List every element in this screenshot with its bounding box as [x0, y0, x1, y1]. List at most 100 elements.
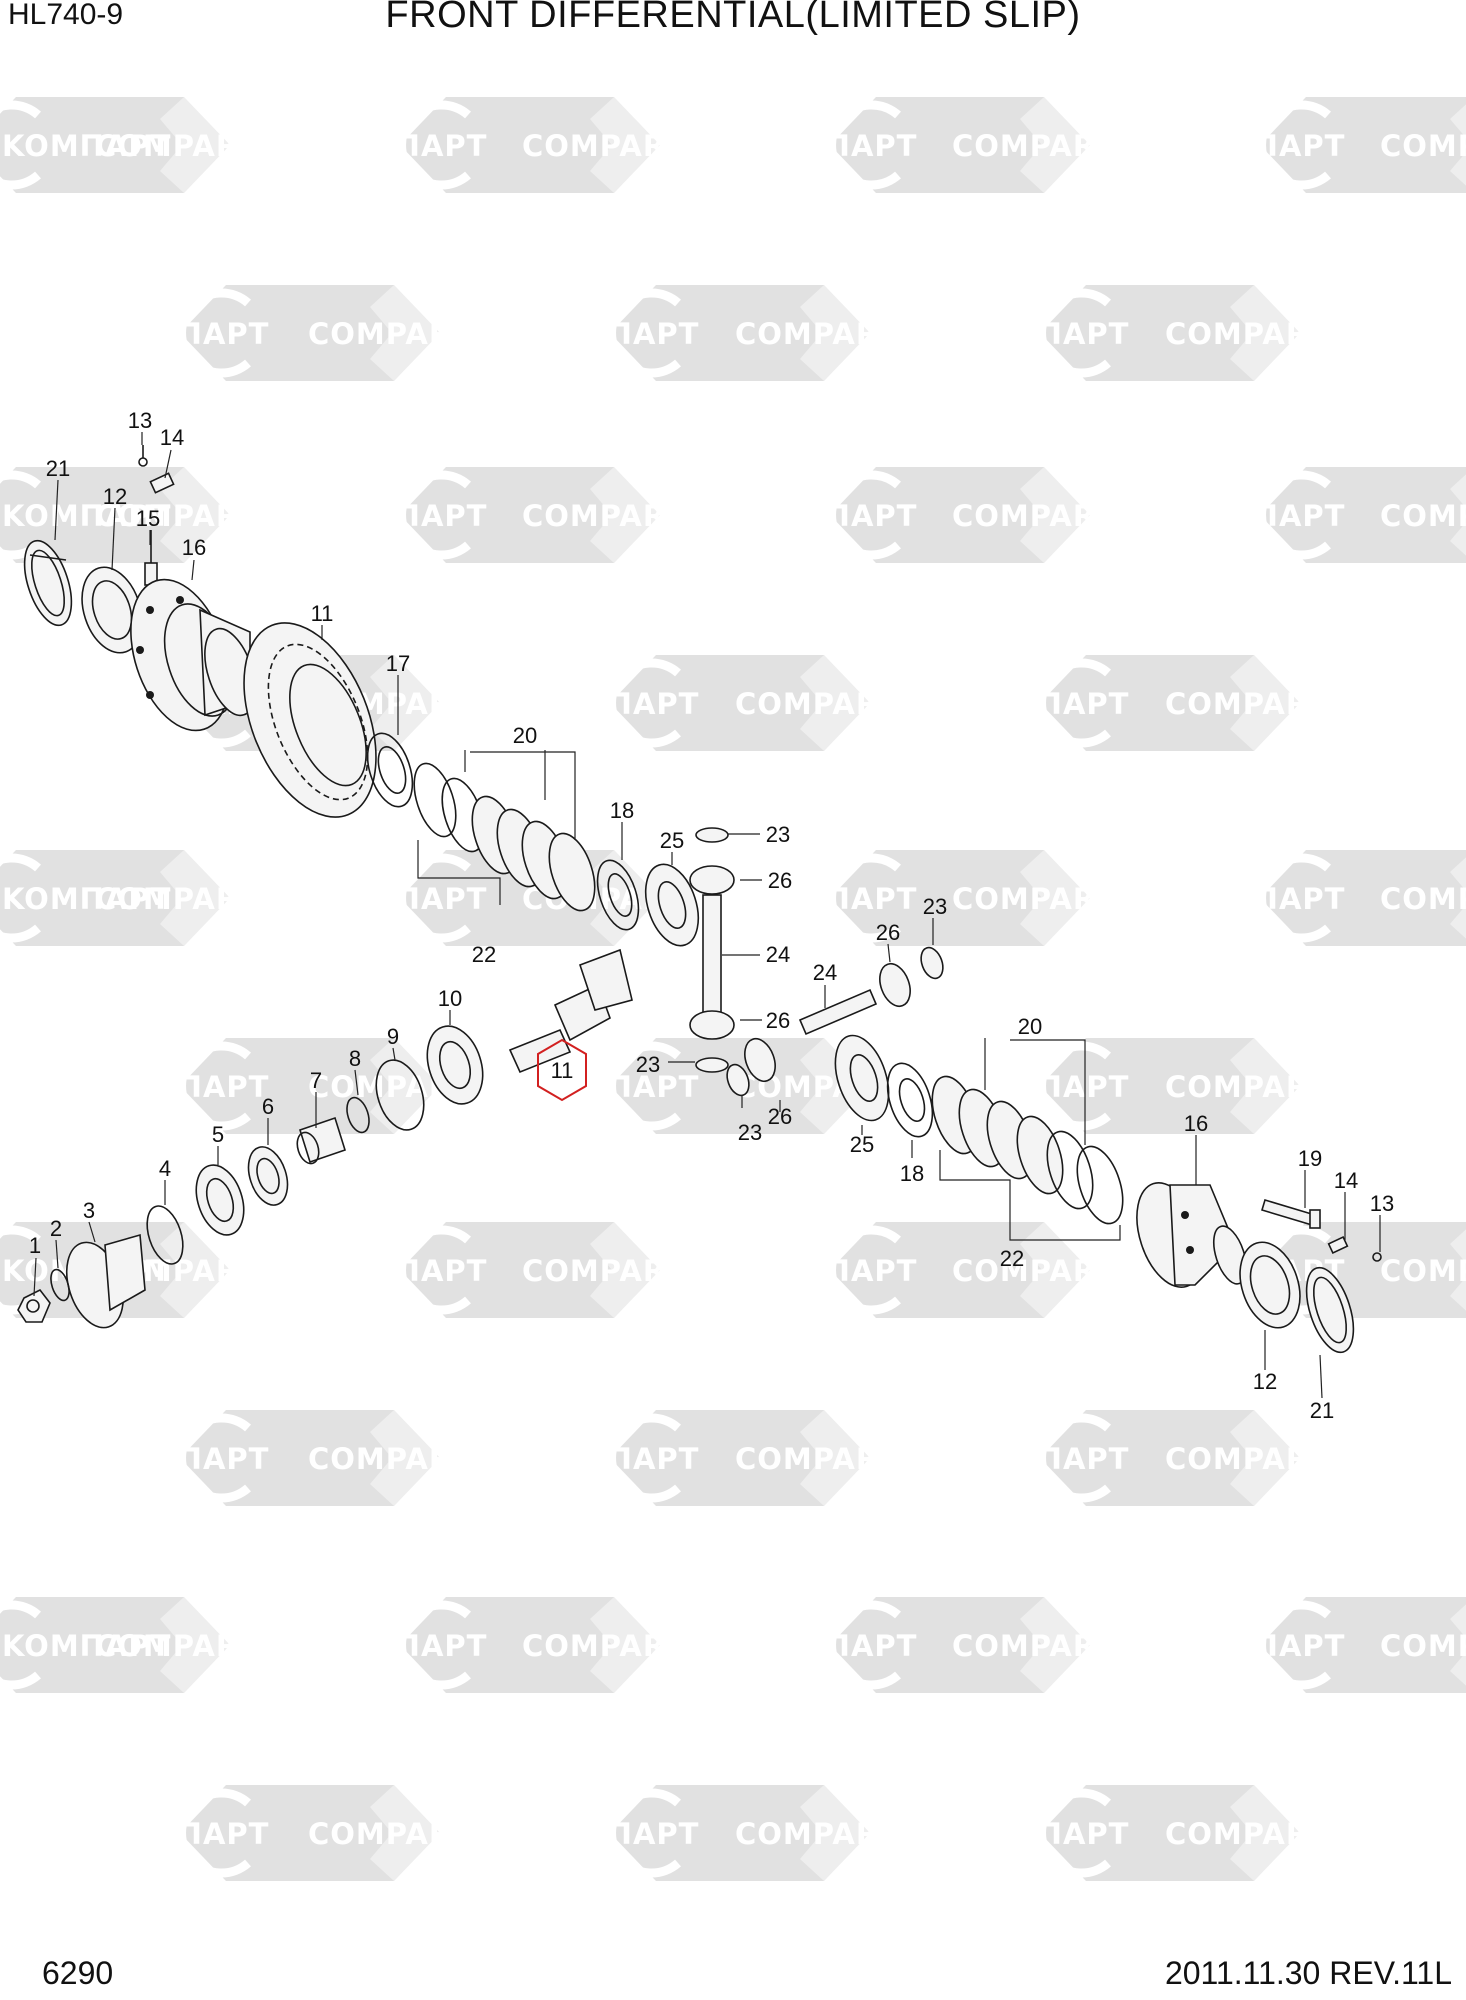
- watermark-layer: KOMПAPT COMPART KOMПAPT COMPART KOMПAPT …: [0, 97, 1466, 1881]
- callout-10[interactable]: 10: [438, 986, 462, 1011]
- part-13-lower: [1372, 1252, 1382, 1262]
- callout-16-upper[interactable]: 16: [182, 535, 206, 560]
- callout-25-upper[interactable]: 25: [660, 828, 684, 853]
- watermark-word: KOMПAPT: [960, 687, 1129, 721]
- callout-23-right[interactable]: 23: [923, 894, 947, 919]
- part-3-companion-flange: [65, 1233, 146, 1329]
- callout-17[interactable]: 17: [386, 651, 410, 676]
- callout-14-upper[interactable]: 14: [160, 425, 184, 450]
- watermark-word: KOMПAPT: [960, 1817, 1129, 1851]
- callout-21-upper[interactable]: 21: [46, 456, 70, 481]
- callout-2[interactable]: 2: [50, 1216, 62, 1241]
- watermark-word: KOMПAPT: [530, 1817, 699, 1851]
- highlighted-callout-11[interactable]: 11: [537, 1038, 587, 1102]
- watermark-word: COMPART: [1380, 882, 1466, 916]
- watermark-word: KOMПAPT: [2, 1629, 171, 1663]
- callout-21-lower[interactable]: 21: [1310, 1398, 1334, 1423]
- callout-12-upper[interactable]: 12: [103, 484, 127, 509]
- callout-23-upper[interactable]: 23: [766, 822, 790, 847]
- callout-20-upper[interactable]: 20: [513, 723, 537, 748]
- callout-16-lower[interactable]: 16: [1184, 1111, 1208, 1136]
- watermark-word: KOMПAPT: [318, 1254, 487, 1288]
- watermark-word: COMPART: [1380, 499, 1466, 533]
- part-9: [375, 1059, 425, 1131]
- callout-20-lower[interactable]: 20: [1018, 1014, 1042, 1039]
- watermark-word: KOMПAPT: [960, 1442, 1129, 1476]
- callout-6[interactable]: 6: [262, 1094, 274, 1119]
- watermark-word: COMPART: [95, 129, 259, 163]
- part-11-drive-pinion: [508, 948, 633, 1074]
- parts-20-22-clutch-stack-lower: [931, 1038, 1124, 1241]
- part-14-upper: [149, 472, 175, 494]
- callout-25-lower[interactable]: 25: [850, 1132, 874, 1157]
- watermark-word: KOMПAPT: [318, 499, 487, 533]
- callout-24-right[interactable]: 24: [813, 960, 837, 985]
- watermark-word: KOMПAPT: [530, 1442, 699, 1476]
- callout-5[interactable]: 5: [212, 1122, 224, 1147]
- part-17: [366, 732, 414, 808]
- callout-26-right[interactable]: 26: [876, 920, 900, 945]
- part-25-lower: [834, 1034, 890, 1122]
- watermark-word: KOMПAPT: [1176, 499, 1345, 533]
- callout-23-lower[interactable]: 23: [738, 1120, 762, 1145]
- watermark-word: KOMПAPT: [1385, 1070, 1466, 1104]
- watermark-word: KOMПAPT: [2, 499, 171, 533]
- callout-23-lower-left[interactable]: 23: [636, 1052, 660, 1077]
- part-6: [247, 1146, 289, 1206]
- callout-26-mid[interactable]: 26: [766, 1008, 790, 1033]
- callout-14-lower[interactable]: 14: [1334, 1168, 1358, 1193]
- watermark-word: KOMПAPT: [1176, 129, 1345, 163]
- callout-24-upper[interactable]: 24: [766, 942, 790, 967]
- upper-assembly: [23, 445, 944, 1097]
- callout-4[interactable]: 4: [159, 1156, 171, 1181]
- page-title: FRONT DIFFERENTIAL(LIMITED SLIP): [385, 0, 1081, 36]
- parts-20-22-clutch-stack-upper: [413, 750, 596, 912]
- watermark-word: KOMПAPT: [1176, 882, 1345, 916]
- watermark-row-3: KOMПAPT COMPART KOMПAPT COMPART KOMПAPT …: [0, 467, 1466, 563]
- callout-3[interactable]: 3: [83, 1198, 95, 1223]
- watermark-word: COMPART: [952, 1254, 1116, 1288]
- callout-13-upper[interactable]: 13: [128, 408, 152, 433]
- part-16-upper: [130, 578, 256, 732]
- watermark-word: KOMПAPT: [1385, 317, 1466, 351]
- watermark-word: COMPART: [735, 1817, 899, 1851]
- watermark-word: COMPART: [522, 1254, 686, 1288]
- callout-1[interactable]: 1: [29, 1233, 41, 1258]
- model-code: HL740-9: [8, 0, 124, 31]
- callout-12-lower[interactable]: 12: [1253, 1369, 1277, 1394]
- watermark-row-9: KOMПAPT COMPART KOMПAPT COMPART KOMПAPT …: [0, 1597, 1466, 1693]
- callout-26-upper[interactable]: 26: [768, 868, 792, 893]
- callout-22-lower[interactable]: 22: [1000, 1246, 1024, 1271]
- watermark-word: COMPART: [735, 687, 899, 721]
- spider-cluster-right: [726, 946, 944, 1097]
- callout-7[interactable]: 7: [310, 1068, 322, 1093]
- watermark-row-5: KOMПAPT COMPART KOMПAPT COMPART KOMПAPT …: [0, 850, 1466, 946]
- watermark-word: KOMПAPT: [748, 499, 917, 533]
- watermark-word: COMPART: [308, 1817, 472, 1851]
- callout-19[interactable]: 19: [1298, 1146, 1322, 1171]
- callout-15[interactable]: 15: [136, 506, 160, 531]
- callout-18-lower[interactable]: 18: [900, 1161, 924, 1186]
- watermark-word: COMPART: [522, 1629, 686, 1663]
- watermark-word: COMPART: [308, 317, 472, 351]
- callout-8[interactable]: 8: [349, 1046, 361, 1071]
- watermark-word: KOMПAPT: [748, 1629, 917, 1663]
- watermark-word: KOMПAPT: [960, 317, 1129, 351]
- watermark-word: COMPART: [952, 499, 1116, 533]
- watermark-word: COMPART: [95, 882, 259, 916]
- callout-22-upper[interactable]: 22: [472, 942, 496, 967]
- callout-13-lower[interactable]: 13: [1370, 1191, 1394, 1216]
- callout-18-upper[interactable]: 18: [610, 798, 634, 823]
- callout-9[interactable]: 9: [387, 1024, 399, 1049]
- part-18-lower: [886, 1062, 934, 1138]
- part-4: [146, 1205, 184, 1265]
- watermark-word: COMPART: [308, 1442, 472, 1476]
- callout-26-lower[interactable]: 26: [768, 1104, 792, 1129]
- watermark-word: KOMПAPT: [748, 882, 917, 916]
- part-7: [296, 1116, 346, 1165]
- watermark-word: COMPART: [952, 882, 1116, 916]
- watermark-word: COMPART: [1380, 1254, 1466, 1288]
- part-18-upper: [596, 859, 640, 931]
- callout-11-upper[interactable]: 11: [311, 601, 334, 626]
